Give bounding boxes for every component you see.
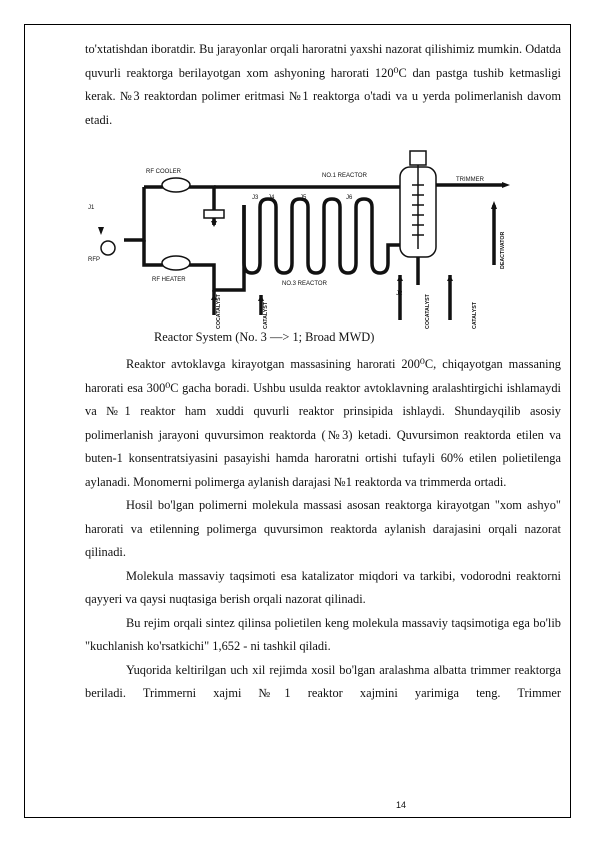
label-catalyst-1: CATALYST bbox=[263, 301, 269, 329]
label-catalyst-2: CATALYST bbox=[472, 301, 478, 329]
label-rf-heater: RF HEATER bbox=[152, 277, 186, 283]
label-rf-cooler: RF COOLER bbox=[146, 169, 182, 175]
label-j2: J2 bbox=[396, 291, 403, 297]
label-j4: J4 bbox=[268, 195, 275, 201]
rf-heater bbox=[161, 255, 191, 271]
tubular-reactor-coil bbox=[242, 197, 414, 275]
label-j1: J1 bbox=[88, 205, 95, 211]
paragraph-3: Molekula massaviy taqsimoti esa kataliza… bbox=[85, 568, 561, 607]
label-trimmer: TRIMMER bbox=[456, 177, 485, 183]
label-j6: J6 bbox=[346, 195, 353, 201]
label-deactivator: DEACTIVATOR bbox=[500, 231, 506, 269]
body-paragraphs: Reaktor avtoklavga kirayotgan massasinin… bbox=[85, 353, 561, 706]
label-cocatalyst-2: COCATALYST bbox=[425, 293, 431, 329]
paragraph-1: Reaktor avtoklavga kirayotgan massasinin… bbox=[85, 357, 561, 489]
valve bbox=[203, 209, 225, 219]
intro-text: to'xtatishdan iboratdir. Bu jarayonlar o… bbox=[85, 42, 561, 127]
page-number: 14 bbox=[396, 800, 407, 810]
paragraph-4: Bu rejim orqali sintez qilinsa polietile… bbox=[85, 615, 561, 654]
page-border bbox=[24, 24, 571, 818]
paragraph-2: Hosil bo'lgan polimerni molekula massasi… bbox=[85, 498, 561, 559]
figure-caption: Reactor System (No. 3 —> 1; Broad MWD) bbox=[154, 330, 375, 344]
label-cocatalyst-1: COCATALYST bbox=[216, 293, 222, 329]
label-j3: J3 bbox=[252, 195, 259, 201]
label-reactor-1: NO.1 REACTOR bbox=[322, 173, 368, 179]
intro-paragraph: to'xtatishdan iboratdir. Bu jarayonlar o… bbox=[85, 38, 561, 132]
left-loop-line bbox=[124, 187, 146, 242]
reactor-system-diagram: RF COOLER RF HEATER RFP J1 J2 J3 J4 J5 J… bbox=[88, 150, 510, 329]
paragraph-5: Yuqorida keltirilgan uch xil rejimda xos… bbox=[85, 662, 561, 701]
rfp-pump bbox=[100, 240, 116, 256]
cooler-line bbox=[144, 185, 216, 225]
label-reactor-3: NO.3 REACTOR bbox=[282, 281, 328, 287]
label-j5: J5 bbox=[300, 195, 307, 201]
rf-cooler bbox=[161, 177, 191, 193]
label-rfp: RFP bbox=[88, 257, 100, 263]
reactor-motor bbox=[409, 150, 427, 166]
